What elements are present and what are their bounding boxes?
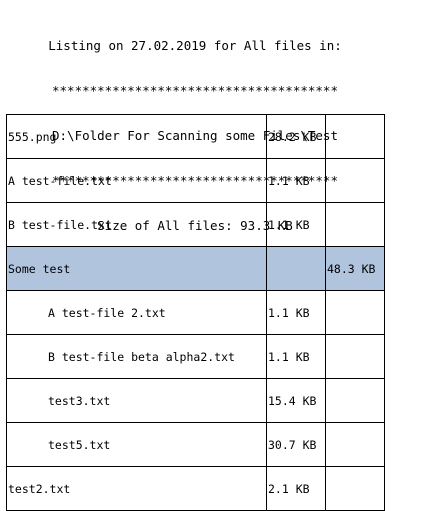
listing-title: Listing on 27.02.2019 for All files in:	[48, 38, 342, 53]
file-size: 15.4 KB	[268, 393, 317, 408]
file-size: 28.2 KB	[268, 129, 317, 144]
folder-size: 48.3 KB	[327, 261, 376, 276]
file-name: B test-file.txt	[8, 217, 112, 232]
file-name: test2.txt	[8, 481, 71, 496]
file-size: 2.1 KB	[268, 481, 310, 496]
file-size-cell: 1.1 KB	[266, 158, 326, 203]
folder-size-cell	[325, 114, 385, 159]
file-size-cell: 30.7 KB	[266, 422, 326, 467]
folder-size-cell	[325, 158, 385, 203]
file-listing-rows: 555.png 28.2 KB A test-file.txt 1.1 KB B…	[6, 114, 385, 511]
file-size-cell: 28.2 KB	[266, 114, 326, 159]
file-name: A test-file.txt	[8, 173, 112, 188]
file-name-cell: test2.txt	[6, 466, 267, 511]
table-row: A test-file.txt 1.1 KB	[6, 158, 385, 203]
folder-size-cell	[325, 290, 385, 335]
table-row: B test-file.txt 1.1 KB	[6, 202, 385, 247]
table-row: test2.txt 2.1 KB	[6, 466, 385, 511]
file-name-cell: A test-file 2.txt	[6, 290, 267, 335]
file-size-cell: 1.1 KB	[266, 334, 326, 379]
folder-size-cell	[325, 334, 385, 379]
file-name-cell: A test-file.txt	[6, 158, 267, 203]
file-name: 555.png	[8, 129, 57, 144]
folder-size-cell	[325, 378, 385, 423]
file-name: A test-file 2.txt	[48, 305, 166, 320]
file-size: 1.1 KB	[268, 217, 310, 232]
table-row: 555.png 28.2 KB	[6, 114, 385, 159]
file-size: 1.1 KB	[268, 349, 310, 364]
table-row: B test-file beta alpha2.txt 1.1 KB	[6, 334, 385, 379]
file-name-cell: test3.txt	[6, 378, 267, 423]
folder-size-cell	[325, 422, 385, 467]
folder-size-cell: 48.3 KB	[325, 246, 385, 291]
file-size-cell: 15.4 KB	[266, 378, 326, 423]
file-name: test3.txt	[48, 393, 111, 408]
folder-size-cell	[325, 202, 385, 247]
table-row: A test-file 2.txt 1.1 KB	[6, 290, 385, 335]
folder-name: Some test	[8, 261, 71, 276]
file-listing-table: 555.png 28.2 KB A test-file.txt 1.1 KB B…	[6, 114, 385, 511]
file-size: 1.1 KB	[268, 305, 310, 320]
file-name: test5.txt	[48, 437, 111, 452]
file-name-cell: test5.txt	[6, 422, 267, 467]
file-name-cell: B test-file beta alpha2.txt	[6, 334, 267, 379]
folder-row: Some test 48.3 KB	[6, 246, 385, 291]
file-size-cell: 2.1 KB	[266, 466, 326, 511]
file-size: 1.1 KB	[268, 173, 310, 188]
file-name-cell: B test-file.txt	[6, 202, 267, 247]
table-row: test5.txt 30.7 KB	[6, 422, 385, 467]
file-name-cell: 555.png	[6, 114, 267, 159]
file-size-cell: 1.1 KB	[266, 202, 326, 247]
file-size-cell: 1.1 KB	[266, 290, 326, 335]
folder-size-cell	[325, 466, 385, 511]
separator-top: **************************************	[52, 83, 338, 98]
file-size-cell	[266, 246, 326, 291]
file-size: 30.7 KB	[268, 437, 317, 452]
folder-name-cell: Some test	[6, 246, 267, 291]
table-row: test3.txt 15.4 KB	[6, 378, 385, 423]
file-name: B test-file beta alpha2.txt	[48, 349, 235, 364]
